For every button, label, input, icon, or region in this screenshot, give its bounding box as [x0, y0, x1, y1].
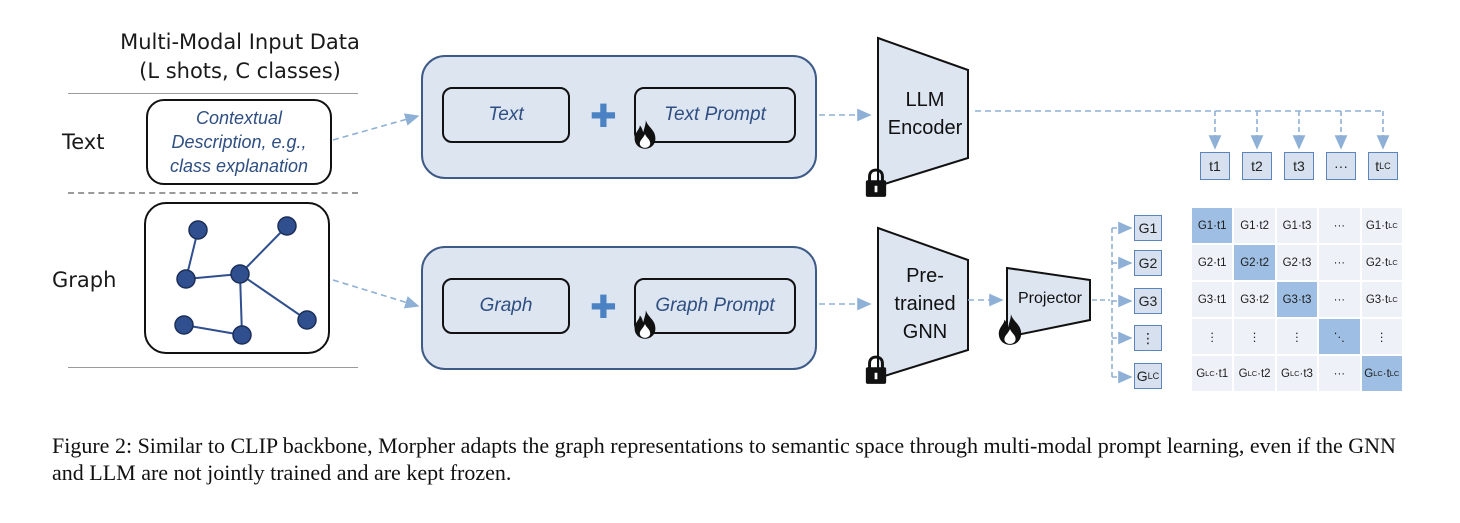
matrix-cell: ···: [1319, 356, 1362, 393]
matrix-cell: ⋱: [1319, 319, 1362, 356]
matrix-cell: G1·t2: [1234, 208, 1277, 245]
matrix-cell: ···: [1319, 282, 1362, 319]
middle-dashed-divider: [68, 192, 358, 194]
graph-embedding-box: G2: [1134, 250, 1162, 276]
graph-edge: [239, 273, 243, 336]
matrix-cell: ⋮: [1276, 319, 1320, 356]
row-label-graph: Graph: [52, 268, 117, 292]
matrix-cell: ⋮: [1192, 319, 1235, 356]
graph-node: [230, 264, 250, 284]
text-token-box: t1: [1200, 152, 1230, 180]
plus-icon: ✚: [590, 289, 617, 325]
graph-node: [188, 220, 208, 240]
graph-input-box: [144, 202, 330, 354]
lock-icon: [864, 168, 888, 198]
llm-encoder-label: LLM Encoder: [880, 86, 970, 142]
plus-icon: ✚: [590, 98, 617, 134]
caption-text: Similar to CLIP backbone, Morpher adapts…: [52, 433, 1396, 485]
graph-embedding-box: ⋮: [1134, 325, 1162, 351]
gnn-label-line-1: Pre-: [906, 265, 944, 287]
matrix-cell: ⋮: [1234, 319, 1277, 356]
lock-icon: [864, 355, 888, 385]
graph-node: [174, 315, 194, 335]
graph-node: [277, 216, 297, 236]
input-data-header: Multi-Modal Input Data (L shots, C class…: [70, 28, 410, 86]
matrix-cell: G2·t2: [1234, 245, 1277, 282]
text-input-box: Text: [442, 87, 570, 143]
gnn-label: Pre- trained GNN: [880, 262, 970, 346]
arrow-graph-to-panel: [332, 279, 420, 309]
projector-label: Projector: [1017, 290, 1083, 307]
text-token-box: t3: [1284, 152, 1314, 180]
matrix-cell: ···: [1319, 245, 1362, 282]
row-label-text: Text: [62, 130, 105, 154]
top-divider: [68, 93, 358, 94]
context-line-1: Contextual: [195, 108, 283, 128]
text-token-box: ···: [1326, 152, 1356, 180]
graph-embedding-box: G3: [1134, 288, 1162, 314]
gnn-label-line-3: GNN: [902, 321, 948, 343]
graph-nodes: [174, 216, 317, 345]
matrix-cell: G1·t3: [1276, 208, 1320, 245]
matrix-cell: G2·t3: [1276, 245, 1320, 282]
graph-embedding-box: G1: [1134, 215, 1162, 241]
token-branch-arrows: [1208, 111, 1390, 150]
graph-edge: [183, 324, 243, 336]
matrix-cell: ···: [1319, 208, 1362, 245]
llm-label-line-1: LLM: [905, 89, 945, 111]
graph-node: [297, 310, 317, 330]
arrow-text-to-panel: [332, 113, 420, 141]
graph-input-inner-box: Graph: [442, 278, 570, 334]
graph-branch-arrows: [1112, 221, 1133, 384]
gnn-label-line-2: trained: [894, 293, 956, 315]
graph-network: [174, 216, 317, 345]
context-description-box: Contextual Description, e.g., class expl…: [146, 99, 332, 185]
graph-prompt-box: Graph Prompt: [634, 278, 796, 334]
flame-icon: [998, 314, 1022, 345]
matrix-cell: G1·t1: [1192, 208, 1235, 245]
bottom-divider: [68, 367, 358, 368]
caption-label: Figure 2:: [52, 433, 133, 458]
header-title: Multi-Modal Input Data: [120, 30, 360, 54]
matrix-cell: G3·t2: [1234, 282, 1277, 319]
matrix-cell: G2·t1: [1192, 245, 1235, 282]
context-line-2: Description, e.g.,: [171, 132, 307, 152]
matrix-cell: G3·t3: [1276, 282, 1320, 319]
graph-node: [176, 269, 196, 289]
llm-label-line-2: Encoder: [887, 117, 963, 139]
graph-edge: [239, 225, 288, 275]
header-subtitle: (L shots, C classes): [139, 59, 341, 83]
context-line-3: class explanation: [169, 156, 309, 176]
graph-edge: [239, 273, 308, 321]
matrix-cell: ⋮: [1361, 319, 1404, 356]
figure-caption: Figure 2: Similar to CLIP backbone, Morp…: [52, 432, 1422, 486]
graph-node: [232, 325, 252, 345]
matrix-cell: G3·t1: [1192, 282, 1235, 319]
text-prompt-box: Text Prompt: [634, 87, 796, 143]
text-token-box: t2: [1242, 152, 1272, 180]
